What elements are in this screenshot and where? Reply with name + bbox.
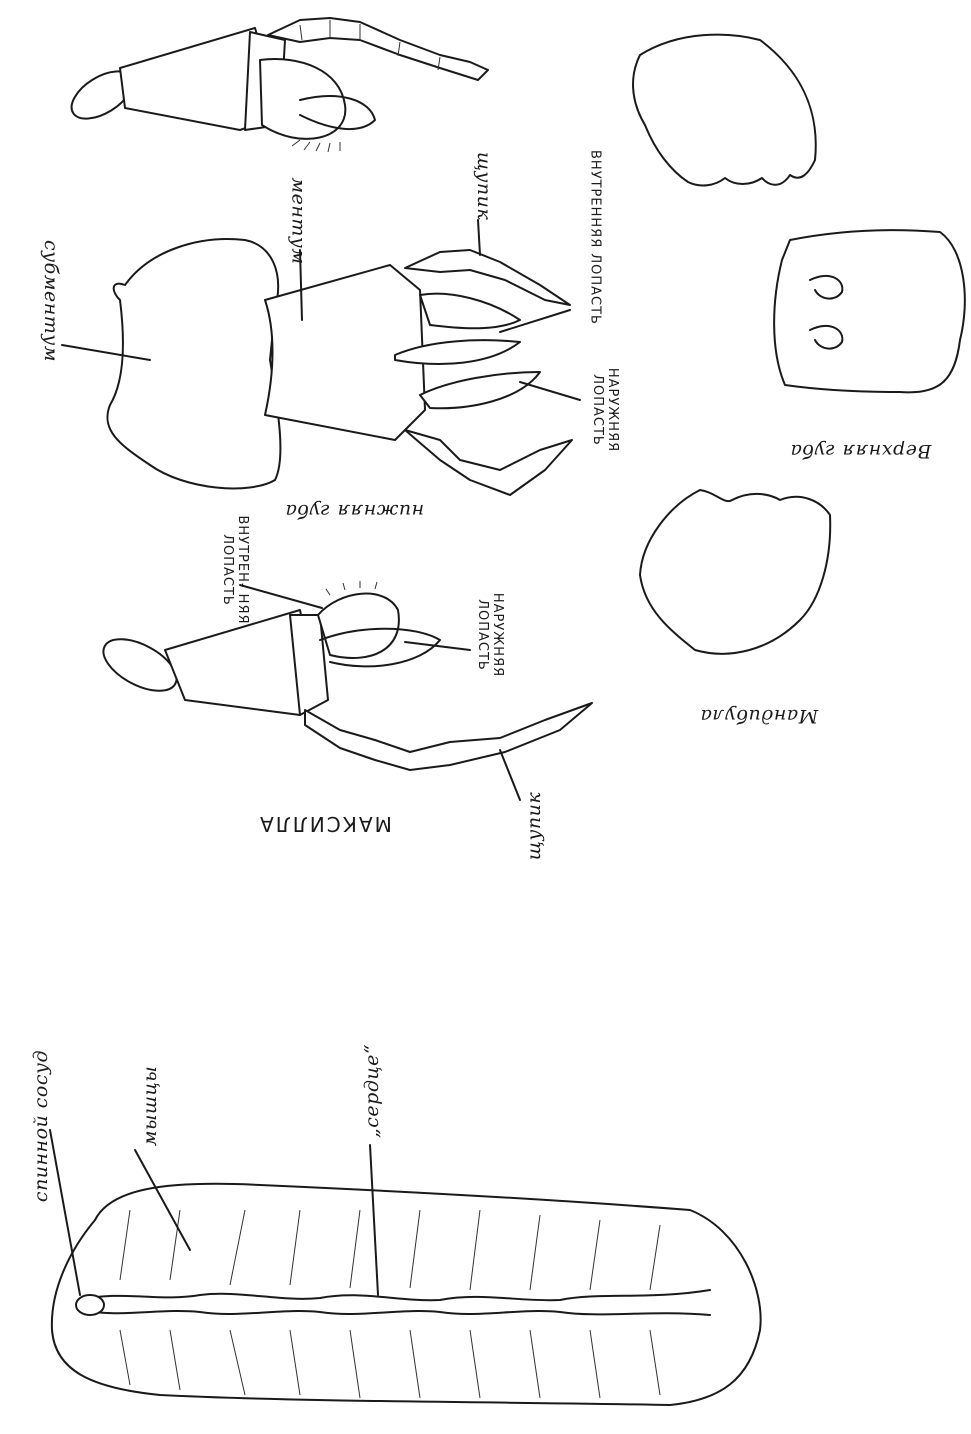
labium-inner-lobe-label: ВНУТРЕННЯЯ ЛОПАСТЬ <box>588 148 603 328</box>
labium-palp-label: щупик <box>473 152 495 220</box>
labium-caption: нижняя губа <box>285 500 424 522</box>
dorsal-vessel-drawing <box>52 1184 761 1405</box>
heart-label: „сердце“ <box>361 1044 383 1138</box>
mandible-caption: Мандибула <box>700 705 818 727</box>
mentum-label: ментум <box>288 177 310 264</box>
dorsal-vessel-label: спинной сосуд <box>30 1050 52 1202</box>
maxilla-palp-label: щупик <box>523 792 545 860</box>
maxilla-outer-lobe-label: НАРУЖНЯЯ ЛОПАСТЬ <box>475 570 505 700</box>
maxilla-inner-lobe-label: ВНУТРЕН- НЯЯ ЛОПАСТЬ <box>220 515 250 625</box>
muscles-label: мышцы <box>139 1066 161 1146</box>
maxilla-lower-drawing <box>95 581 592 770</box>
mandible-bottom-drawing <box>640 490 830 654</box>
submentum-label: субментум <box>40 240 62 362</box>
upper-lip-drawing <box>774 230 965 392</box>
mandible-top-drawing <box>633 35 816 186</box>
maxilla-top-drawing <box>64 18 488 152</box>
labium-drawing <box>107 239 572 495</box>
maxilla-caption: МАКСИЛЛА <box>258 812 392 836</box>
labium-outer-lobe-label: НАРУЖНЯЯ ЛОПАСТЬ <box>590 335 620 485</box>
upper-lip-caption: Верхняя губа <box>790 440 931 462</box>
